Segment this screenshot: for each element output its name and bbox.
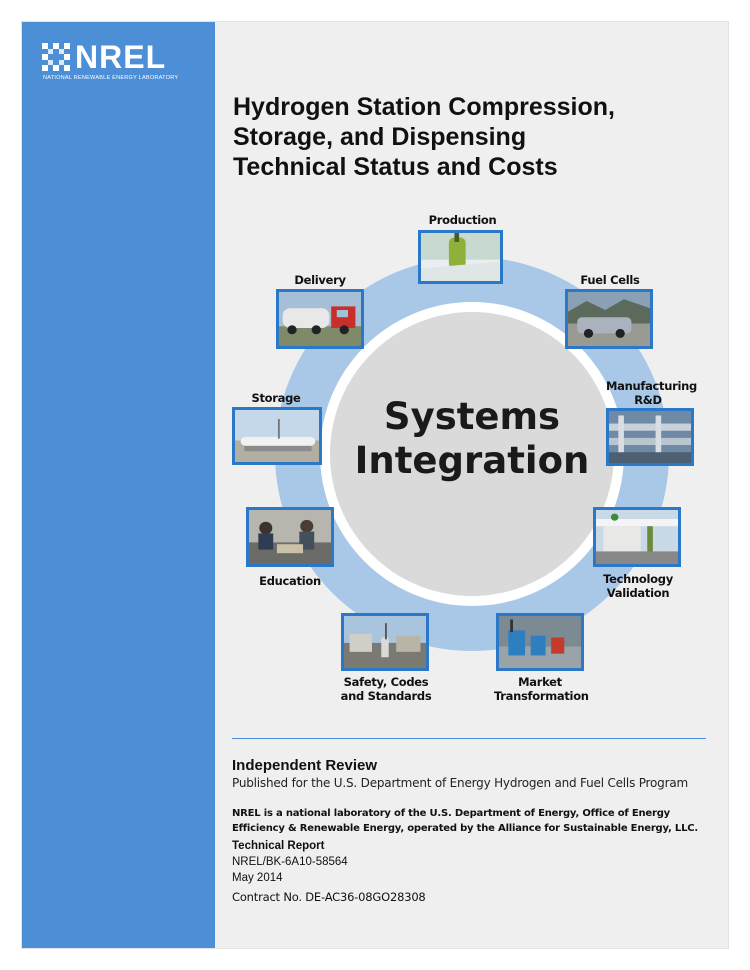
nrel-subtitle: NATIONAL RENEWABLE ENERGY LABORATORY (43, 75, 179, 81)
technology-validation-photo (593, 507, 681, 567)
education-photo (246, 507, 334, 567)
delivery-photo (276, 289, 364, 349)
title-line: Storage, and Dispensing (233, 123, 527, 151)
nrel-logo-mark-icon (42, 43, 70, 71)
review-heading: Independent Review (232, 757, 378, 774)
label-production: Production (428, 213, 497, 227)
contract-number: Contract No. DE-AC36-08GO28308 (232, 890, 426, 904)
manufacturing-photo (606, 408, 694, 466)
blue-sidebar (22, 22, 215, 948)
report-date: May 2014 (232, 872, 283, 884)
report-title: Hydrogen Station Compression, Storage, a… (233, 92, 713, 182)
nrel-wordmark: NREL (75, 39, 167, 75)
label-safety-codes: Safety, Codes and Standards (340, 675, 432, 703)
label-market-transformation: Market Transformation (494, 675, 589, 703)
label-manufacturing: Manufacturing R&D (606, 379, 697, 407)
production-photo (418, 230, 503, 284)
label-delivery: Delivery (294, 273, 346, 287)
diagram-center-circle (330, 312, 614, 596)
market-transformation-photo (496, 613, 584, 671)
title-line: Technical Status and Costs (233, 153, 558, 181)
systems-integration-label: Systems Integration (354, 395, 590, 482)
label-fuel-cells: Fuel Cells (580, 273, 640, 287)
nrel-logo: NREL NATIONAL RENEWABLE ENERGY LABORATOR… (42, 39, 202, 88)
report-type: Technical Report (232, 840, 325, 852)
nrel-description: NREL is a national laboratory of the U.S… (232, 808, 699, 834)
divider-line (232, 738, 706, 739)
label-technology-validation: Technology Validation (603, 572, 673, 600)
published-for: Published for the U.S. Department of Ene… (232, 776, 688, 790)
safety-codes-photo (341, 613, 429, 671)
title-line: Hydrogen Station Compression, (233, 93, 615, 121)
label-storage: Storage (251, 391, 301, 405)
fuel-cells-photo (565, 289, 653, 349)
report-number: NREL/BK-6A10-58564 (232, 856, 348, 868)
label-education: Education (259, 574, 321, 588)
storage-photo (232, 407, 322, 465)
